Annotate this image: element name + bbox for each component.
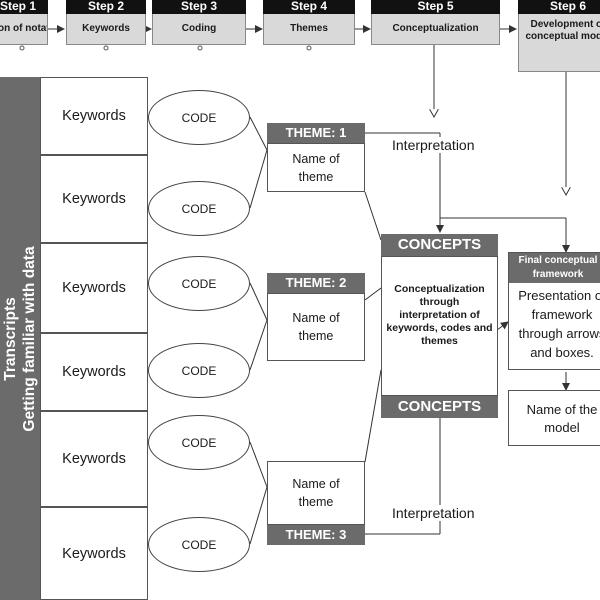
step-4-name: Themes xyxy=(263,14,355,45)
concepts-bottom-label: CONCEPTS xyxy=(381,396,498,418)
step-4: Step 4 Themes xyxy=(263,0,355,45)
concepts-box xyxy=(381,256,498,396)
step-4-label: Step 4 xyxy=(263,0,355,14)
keywords-box-2: Keywords xyxy=(40,155,148,243)
theme-2-name: Name of theme xyxy=(267,293,365,361)
keywords-box-5: Keywords xyxy=(40,411,148,507)
step-3: Step 3 Coding xyxy=(152,0,246,45)
step-1-label: Step 1 xyxy=(0,0,48,14)
final-framework-body: Presentation of framework through arrows… xyxy=(518,288,600,360)
step-1-name: Selection of notations xyxy=(0,14,48,45)
sidebar-line-1: Transcripts xyxy=(2,297,19,381)
step-3-label: Step 3 xyxy=(152,0,246,14)
theme-3-label: THEME: 3 xyxy=(267,525,365,545)
theme-1-label: THEME: 1 xyxy=(267,123,365,143)
code-ellipse-6: CODE xyxy=(148,517,250,572)
concepts-top-label: CONCEPTS xyxy=(381,234,498,256)
theme-1-name: Name of theme xyxy=(267,143,365,192)
step-2-label: Step 2 xyxy=(66,0,146,14)
model-name-box: Name of the model xyxy=(508,390,600,446)
keywords-box-6: Keywords xyxy=(40,507,148,600)
keywords-box-4: Keywords xyxy=(40,333,148,411)
keywords-box-1: Keywords xyxy=(40,77,148,155)
final-framework-header: Final conceptual framework xyxy=(509,253,600,283)
step-6-name: Development of conceptual model xyxy=(518,14,600,72)
keywords-box-3: Keywords xyxy=(40,243,148,333)
code-ellipse-1: CODE xyxy=(148,90,250,145)
theme-2-label: THEME: 2 xyxy=(267,273,365,293)
step-5: Step 5 Conceptualization xyxy=(371,0,500,45)
step-5-label: Step 5 xyxy=(371,0,500,14)
interpretation-label-top: Interpretation xyxy=(390,137,477,153)
code-ellipse-5: CODE xyxy=(148,415,250,470)
step-1: Step 1 Selection of notations xyxy=(0,0,48,45)
code-ellipse-4: CODE xyxy=(148,343,250,398)
step-2: Step 2 Keywords xyxy=(66,0,146,45)
sidebar-line-2: Getting familiar with data xyxy=(21,246,38,432)
step-3-name: Coding xyxy=(152,14,246,45)
step-6-label: Step 6 xyxy=(518,0,600,14)
code-ellipse-3: CODE xyxy=(148,256,250,311)
theme-3-name: Name of theme xyxy=(267,461,365,525)
interpretation-label-bottom: Interpretation xyxy=(390,505,477,521)
concepts-body: Conceptualization through interpretation… xyxy=(386,283,493,347)
step-2-name: Keywords xyxy=(66,14,146,45)
step-5-name: Conceptualization xyxy=(371,14,500,45)
transcripts-sidebar: Transcripts Getting familiar with data xyxy=(0,77,40,600)
step-6: Step 6 Development of conceptual model xyxy=(518,0,600,72)
code-ellipse-2: CODE xyxy=(148,181,250,236)
